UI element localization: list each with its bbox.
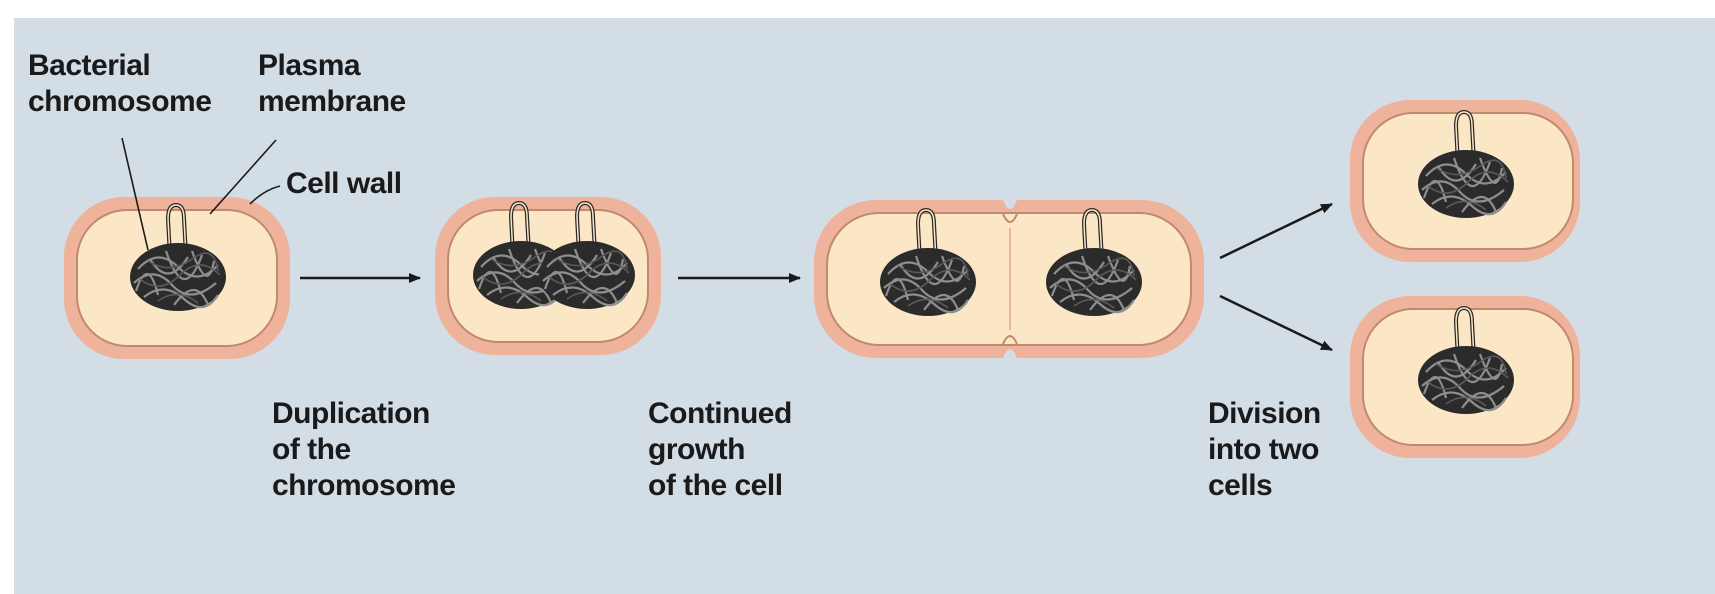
label-line: Plasma [258,48,406,84]
label-line: Cell wall [286,166,402,202]
label-cell-wall: Cell wall [286,166,402,202]
label-duplication: Duplication of the chromosome [272,396,455,504]
label-line: Bacterial [28,48,211,84]
arrow-down-right-icon [1220,296,1332,350]
label-line: Continued [648,396,792,432]
label-plasma-membrane: Plasma membrane [258,48,406,120]
daughter-cell-top [1350,100,1580,262]
cell-duplicating [435,197,661,355]
label-bacterial-chromosome: Bacterial chromosome [28,48,211,120]
daughter-cell-bottom [1350,296,1580,458]
label-line: cells [1208,468,1321,504]
label-line: Division [1208,396,1321,432]
label-line: membrane [258,84,406,120]
label-line: Duplication [272,396,455,432]
label-line: of the cell [648,468,792,504]
label-line: growth [648,432,792,468]
label-continued-growth: Continued growth of the cell [648,396,792,504]
label-line: chromosome [272,468,455,504]
label-line: of the [272,432,455,468]
label-line: chromosome [28,84,211,120]
label-division: Division into two cells [1208,396,1321,504]
label-line: into two [1208,432,1321,468]
leader-line-cell-wall [250,186,280,204]
arrow-up-right-icon [1220,204,1332,258]
cell-elongated [814,200,1204,358]
cell-initial [64,197,290,359]
